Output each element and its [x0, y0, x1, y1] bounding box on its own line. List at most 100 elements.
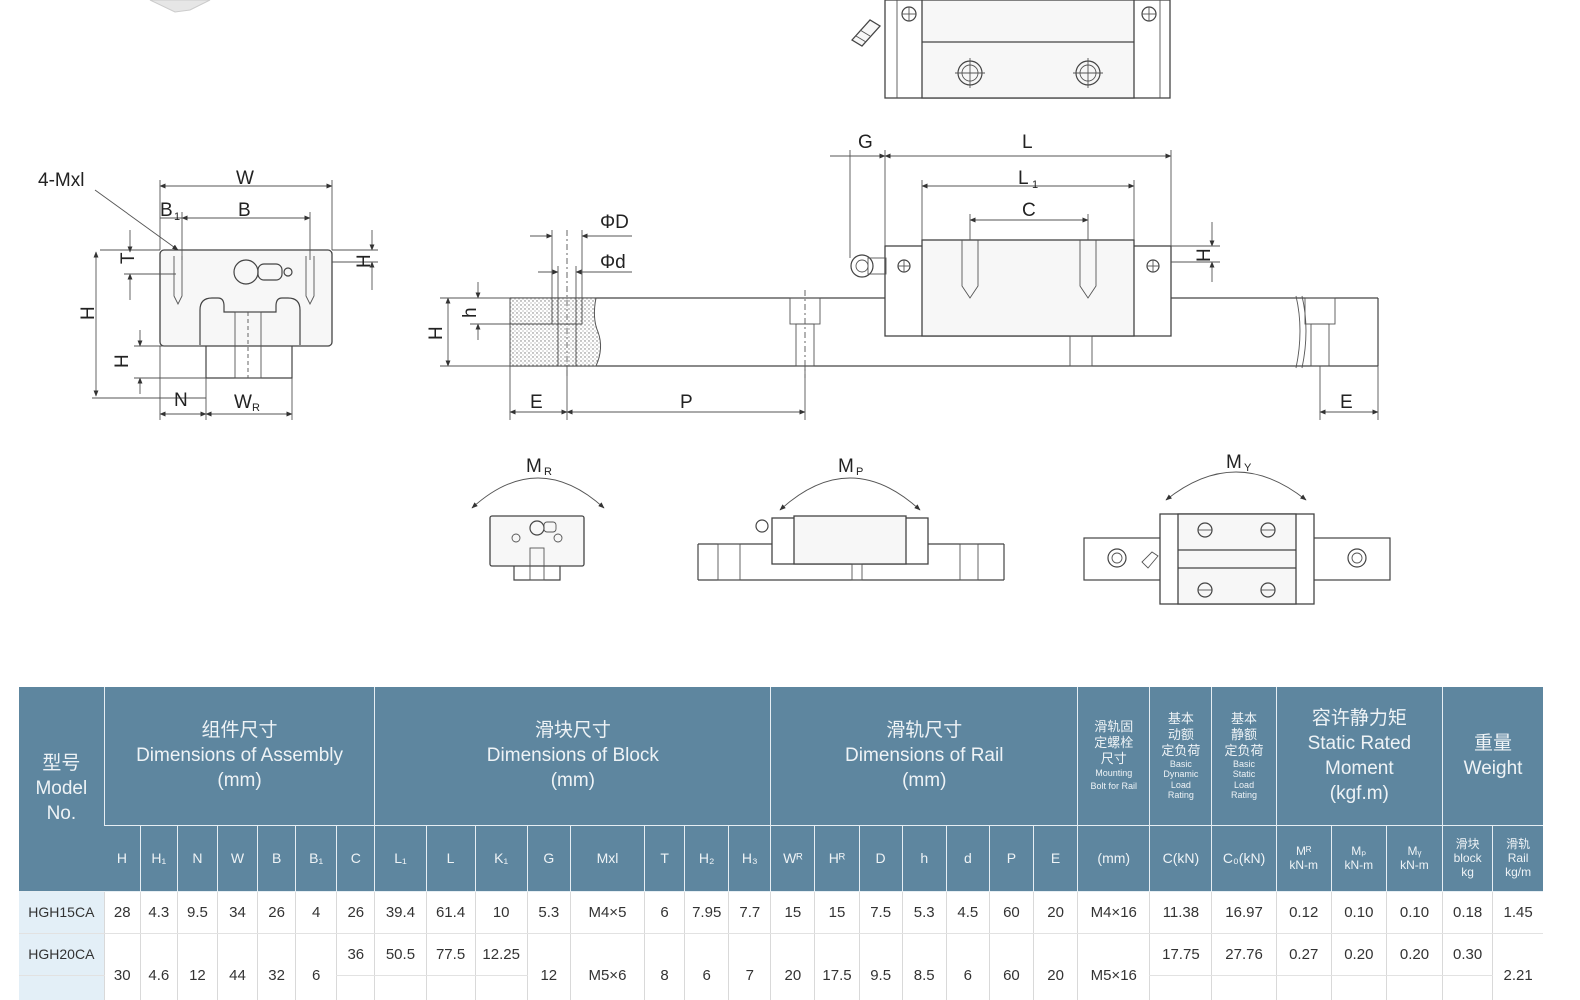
subheader-e: E — [1032, 825, 1078, 892]
label-p: P — [680, 392, 693, 413]
label-h1: H — [112, 354, 133, 368]
cropped-block-corner — [149, 0, 211, 13]
table-cell: 2.21 — [1492, 933, 1543, 1000]
moment-mp-diagram: M P — [697, 456, 1005, 581]
specification-table: 型号 Model No. 组件尺寸 Dimensions of Assembly… — [19, 687, 1543, 1000]
table-cell: 20 — [1032, 891, 1078, 934]
table-cell: 7.95 — [684, 891, 729, 934]
table-cell: 0.20 — [1385, 933, 1443, 976]
label-mr-sub: R — [544, 466, 552, 478]
label-hr: H — [426, 326, 447, 340]
moment-my-diagram: M Y — [1083, 452, 1391, 605]
table-cell: 34 — [216, 891, 258, 934]
table-cell — [1442, 975, 1493, 1000]
label-mr: M — [526, 456, 542, 477]
label-n: N — [174, 390, 188, 411]
label-my: M — [1226, 452, 1242, 473]
table-cell: 5.3 — [901, 891, 947, 934]
subheader-k1: K₁ — [474, 825, 528, 892]
label-l: L — [1022, 132, 1033, 153]
subheader-hr: Hᴿ — [814, 825, 860, 892]
table-cell: 4.5 — [945, 891, 990, 934]
table-cell: 6 — [295, 933, 337, 1000]
table-cell: 10 — [474, 891, 528, 934]
table-cell — [1275, 975, 1332, 1000]
table-cell: 0.10 — [1385, 891, 1443, 934]
table-cell: 6 — [945, 933, 990, 1000]
subheader-mp: Mₚ kN-m — [1330, 825, 1387, 892]
table-cell: 6 — [644, 891, 685, 934]
table-cell — [1330, 975, 1387, 1000]
label-my-sub: Y — [1244, 462, 1252, 474]
model-header: 型号 Model No. — [19, 687, 105, 892]
table-cell: 26 — [257, 891, 296, 934]
label-mp-sub: P — [856, 466, 863, 478]
subheader-n: N — [176, 825, 218, 892]
technical-drawings: 4-Mxl W B 1 B T H H H N W R — [38, 0, 1391, 605]
table-cell: 1.45 — [1492, 891, 1543, 934]
subheader-block-weight: 滑块 block kg — [1442, 825, 1493, 892]
model-cell: HGH15CA — [19, 891, 105, 934]
label-w: W — [236, 168, 254, 189]
subheader-p: P — [988, 825, 1034, 892]
subheader-bolt-unit: (mm) — [1077, 825, 1150, 892]
subheader-h-small: h — [901, 825, 947, 892]
side-view-drawing — [440, 150, 1379, 420]
subheader-d-big: D — [858, 825, 903, 892]
table-cell: 0.27 — [1275, 933, 1332, 976]
label-wr-sub: R — [252, 402, 260, 414]
table-cell — [425, 975, 476, 1000]
weight-group-header: 重量 Weight — [1442, 687, 1543, 826]
label-b1: B — [160, 200, 173, 221]
table-cell: 77.5 — [425, 933, 476, 976]
label-b: B — [238, 200, 251, 221]
subheader-l1: L₁ — [374, 825, 427, 892]
table-cell: 16.97 — [1211, 891, 1277, 934]
label-l1-sub: 1 — [1032, 179, 1038, 191]
subheader-wr: Wᴿ — [770, 825, 815, 892]
table-cell: 7 — [728, 933, 771, 1000]
table-cell — [1149, 975, 1212, 1000]
moment-mr-diagram: M R — [471, 456, 605, 581]
table-cell: 20 — [1032, 933, 1078, 1000]
label-g: G — [858, 132, 873, 153]
label-b1-sub: 1 — [174, 211, 180, 223]
subheader-dynamic: C(kN) — [1149, 825, 1212, 892]
table-cell: 7.7 — [728, 891, 771, 934]
subheader-h1: H₁ — [139, 825, 178, 892]
table-cell: 8.5 — [901, 933, 947, 1000]
table-cell: 27.76 — [1211, 933, 1277, 976]
side-view-labels: ΦD Φd h H E P E G L L 1 C H — [426, 132, 1353, 413]
table-cell: 30 — [103, 933, 141, 1000]
top-view-drawing — [850, 0, 1171, 99]
table-cell: 44 — [216, 933, 258, 1000]
bolt-header: 滑轨固 定螺栓 尺寸 Mounting Bolt for Rail — [1077, 687, 1150, 826]
subheader-b: B — [257, 825, 296, 892]
table-cell: M5×6 — [569, 933, 645, 1000]
table-cell: 0.12 — [1275, 891, 1332, 934]
table-cell: 6 — [684, 933, 729, 1000]
table-cell: 36 — [336, 933, 375, 976]
front-section-drawing — [92, 180, 378, 420]
table-cell — [474, 975, 528, 1000]
table-cell: M5×16 — [1077, 933, 1150, 1000]
table-cell: 17.5 — [814, 933, 860, 1000]
subheader-w: W — [216, 825, 258, 892]
subheader-b1: B₁ — [295, 825, 337, 892]
label-4-mxl: 4-Mxl — [38, 170, 84, 191]
subheader-mxl: Mxl — [569, 825, 645, 892]
dynamic-load-header: 基本 动额 定负荷 Basic Dynamic Load Rating — [1149, 687, 1212, 826]
label-t: T — [118, 252, 139, 264]
table-cell: M4×16 — [1077, 891, 1150, 934]
label-l1: L — [1018, 168, 1029, 189]
subheader-my: Mᵧ kN-m — [1385, 825, 1443, 892]
front-view-labels: 4-Mxl W B 1 B T H H H N W R — [38, 168, 375, 414]
table-cell: 15 — [814, 891, 860, 934]
block-group-header: 滑块尺寸 Dimensions of Block (mm) — [374, 687, 771, 826]
subheader-t: T — [644, 825, 685, 892]
table-cell: 28 — [103, 891, 141, 934]
table-row: HGH20CA 30 4.6 12 44 32 6 36 50.5 77.5 1… — [19, 933, 1543, 1000]
table-cell — [336, 975, 375, 1000]
table-cell: 39.4 — [374, 891, 427, 934]
label-wr: W — [234, 392, 252, 413]
